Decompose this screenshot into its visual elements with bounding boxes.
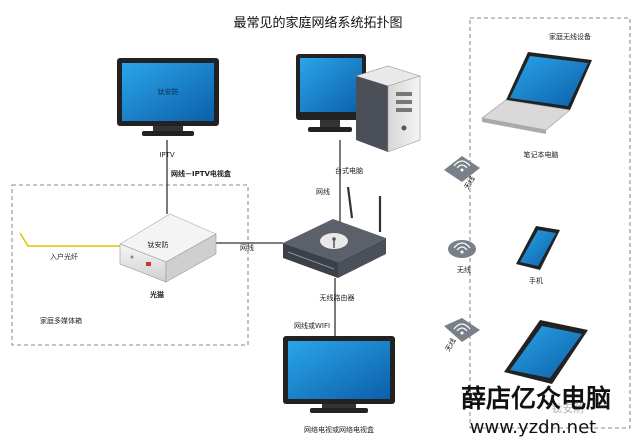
desktop-computer — [296, 54, 422, 153]
wireless-zone-label: 家庭无线设备 — [549, 32, 591, 41]
modem-router-link-label: 网线 — [240, 243, 254, 252]
watermark-url: www.yzdn.net — [470, 417, 596, 438]
modem-face-text: 钛安防 — [148, 240, 169, 249]
router-tv-link-label: 网线或WIFI — [294, 321, 330, 330]
multimedia-zone-border — [11, 184, 249, 346]
laptop-label: 笔记本电脑 — [524, 150, 559, 159]
network-tv — [283, 336, 395, 413]
watermark-faint: 钛安防 — [552, 401, 585, 415]
modem-label: 光猫 — [149, 290, 164, 299]
router-label: 无线路由器 — [320, 293, 355, 302]
fiber-cable — [19, 232, 120, 247]
desktop-label: 台式电脑 — [335, 166, 363, 175]
network-tv-label: 网络电视或网络电视盒 — [304, 425, 374, 434]
fiber-label: 入户光纤 — [50, 252, 78, 261]
iptv-label: IPTV — [159, 151, 175, 159]
tv-screen-text: 钛安防 — [158, 87, 179, 96]
diagram-title: 最常见的家庭网络系统拓扑图 — [233, 15, 402, 31]
iptv-tv — [117, 58, 219, 136]
phone-label: 手机 — [529, 276, 543, 285]
wireless-badge-2 — [448, 240, 476, 258]
tablet — [504, 320, 588, 384]
wireless-badge-3 — [444, 318, 480, 342]
wireless-label-3: 无线 — [443, 336, 458, 353]
multimedia-zone-label: 家庭多媒体箱 — [40, 316, 82, 325]
wireless-label-2: 无线 — [457, 265, 471, 274]
wireless-router — [283, 186, 386, 278]
wireless-zone-border — [469, 17, 631, 429]
iptv-box-link-label: 网线－IPTV电视盒 — [171, 169, 232, 178]
optical-modem — [119, 213, 217, 283]
phone — [516, 226, 560, 270]
desktop-link-label: 网线 — [316, 187, 330, 196]
laptop — [481, 52, 592, 134]
wireless-badge-1 — [444, 156, 480, 182]
watermark-brand: 薛店亿众电脑 — [461, 384, 611, 413]
